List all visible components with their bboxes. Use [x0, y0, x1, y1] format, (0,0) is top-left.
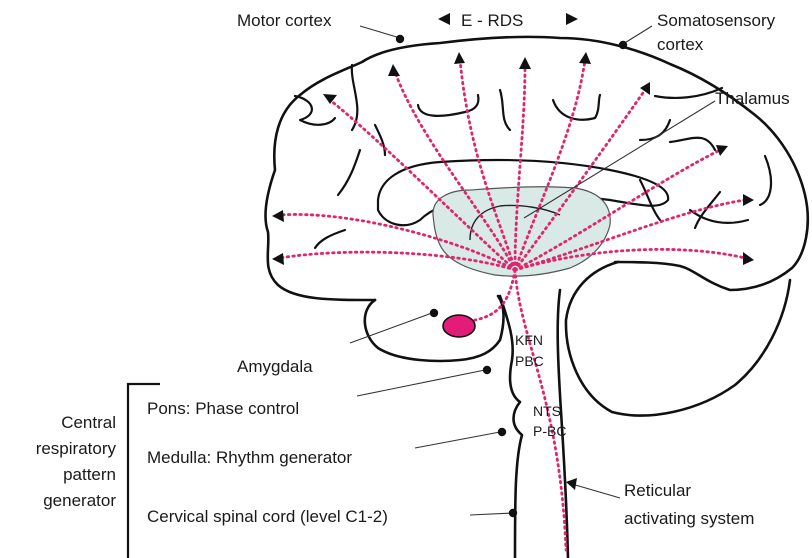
- motor-cortex-leader: [360, 26, 400, 38]
- crpg-label-line2: respiratory: [36, 439, 117, 458]
- cerebellum-outline: [566, 262, 790, 416]
- e-rds-label: E - RDS: [461, 11, 523, 30]
- arrowhead: [272, 210, 284, 222]
- amygdala-dot: [430, 309, 438, 317]
- pons-dot: [483, 366, 491, 374]
- amygdala-nucleus: [443, 315, 475, 337]
- cervical-dot: [509, 509, 517, 517]
- p-bc-label: P-BC: [533, 423, 566, 439]
- temporal-lobe-outline: [365, 296, 504, 361]
- thalamus-leader: [524, 101, 715, 218]
- triangle-left-icon: [438, 13, 450, 25]
- sulcus: [670, 138, 715, 150]
- reticular-leader: [572, 484, 620, 498]
- crpg-label-line1: Central: [61, 413, 116, 432]
- sulcus: [315, 230, 345, 248]
- sulcus: [640, 120, 670, 140]
- somatosensory-label-2: cortex: [657, 35, 704, 54]
- crpg-label-line4: generator: [43, 491, 116, 510]
- sulcus: [338, 150, 360, 195]
- sulcus: [418, 95, 478, 116]
- arrowhead: [454, 52, 465, 64]
- pbc-label: PBC: [515, 353, 544, 369]
- somatosensory-dot: [619, 41, 627, 49]
- arrowhead: [519, 57, 531, 69]
- pathway-dotted: [475, 270, 515, 320]
- thalamus-label: Thalamus: [715, 89, 790, 108]
- crpg-label-line3: pattern: [63, 465, 116, 484]
- reticular-label-line1: Reticular: [624, 481, 691, 500]
- arrowhead: [388, 64, 400, 76]
- somatosensory-label: Somatosensory: [657, 11, 776, 30]
- arrowhead: [272, 253, 284, 265]
- arrowhead: [743, 194, 754, 206]
- medulla-leader: [415, 432, 500, 448]
- medulla-label: Medulla: Rhythm generator: [147, 448, 352, 467]
- arrowhead: [579, 52, 591, 64]
- sulcus: [655, 88, 722, 98]
- cervical-leader: [470, 513, 512, 515]
- sulcus: [500, 90, 510, 130]
- pons-label: Pons: Phase control: [147, 399, 299, 418]
- sulcus: [760, 156, 771, 205]
- arrowhead: [743, 252, 754, 265]
- kfn-label: KFN: [515, 332, 543, 348]
- amygdala-label: Amygdala: [237, 357, 313, 376]
- nts-label: NTS: [533, 403, 561, 419]
- pathway-lines: [280, 60, 745, 550]
- motor-cortex-dot: [396, 35, 404, 43]
- thalamus-region: [433, 187, 610, 276]
- reticular-label-line2: activating system: [624, 509, 754, 528]
- motor-cortex-label: Motor cortex: [237, 11, 332, 30]
- pons-leader: [357, 370, 485, 396]
- somatosensory-leader: [623, 26, 652, 44]
- medulla-dot: [498, 428, 506, 436]
- amygdala-leader: [350, 313, 432, 343]
- reticular-arrowhead: [566, 478, 577, 490]
- cervical-label: Cervical spinal cord (level C1-2): [147, 507, 388, 526]
- triangle-right-icon: [566, 13, 578, 25]
